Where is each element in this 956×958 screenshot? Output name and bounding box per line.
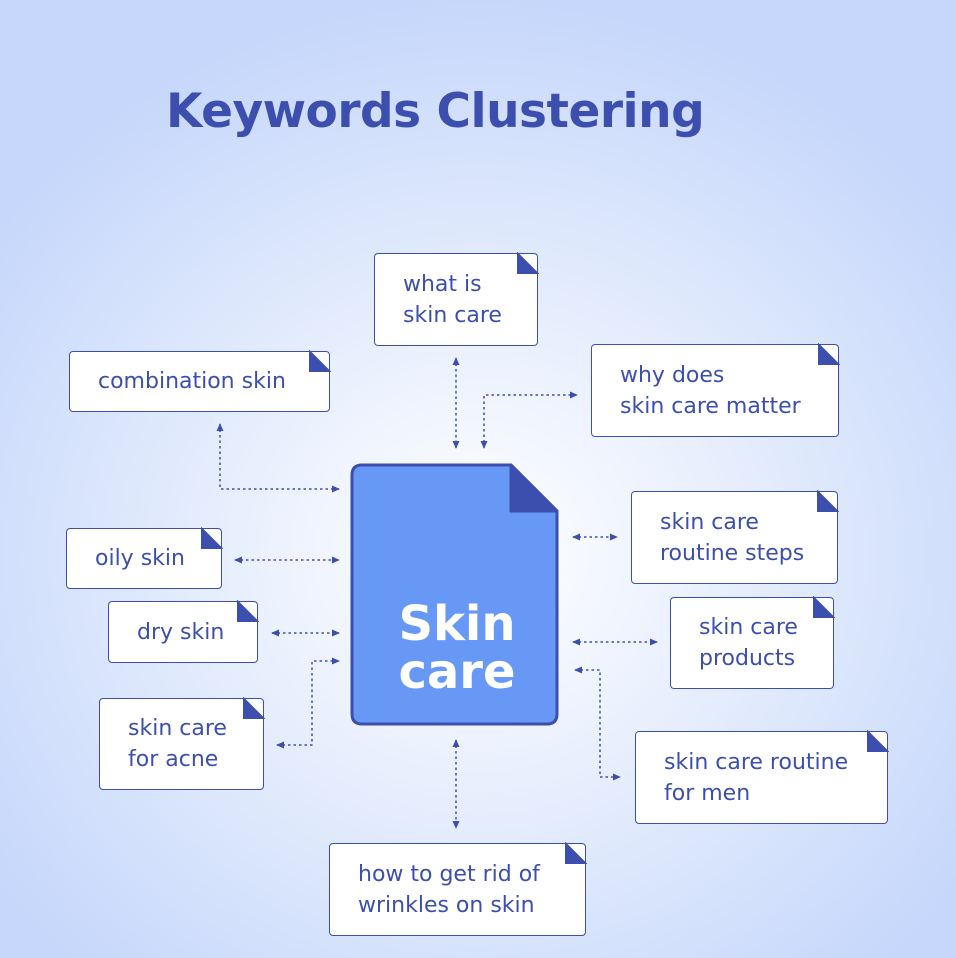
keyword-label: how to get rid of wrinkles on skin: [358, 861, 540, 918]
link-skin-care-routine-for-men: [574, 666, 621, 781]
keyword-label: oily skin: [95, 546, 185, 571]
keyword-card-combination-skin: combination skin: [69, 350, 331, 412]
link-combination-skin: [216, 423, 340, 493]
keyword-label: skin care products: [699, 615, 798, 671]
keyword-label: skin care for acne: [128, 716, 227, 772]
keyword-card-what-is-skin-care: what is skin care: [374, 252, 539, 346]
center-label-line1: Skin: [398, 596, 515, 652]
keyword-card-skin-care-routine-steps: skin care routine steps: [631, 490, 839, 584]
keyword-label: combination skin: [98, 369, 286, 394]
keyword-card-skin-care-products: skin care products: [670, 596, 835, 689]
page-title: Keywords Clustering: [166, 84, 705, 139]
keyword-label: skin care routine steps: [660, 509, 805, 566]
keyword-card-dry-skin: dry skin: [108, 600, 259, 663]
keyword-card-skin-care-routine-for-men: skin care routine for men: [635, 730, 889, 824]
keyword-label: dry skin: [137, 619, 225, 645]
link-skin-care-for-acne: [276, 657, 340, 749]
center-label-line2: care: [398, 644, 515, 700]
keyword-card-oily-skin: oily skin: [66, 527, 223, 589]
center-document: Skin care: [350, 463, 559, 726]
keyword-label: what is skin care: [403, 271, 502, 328]
keyword-card-how-to-get-rid-of-wrinkles: how to get rid of wrinkles on skin: [329, 842, 587, 936]
link-why-does-skin-care-matter: [480, 391, 578, 449]
keyword-label: skin care routine for men: [664, 749, 849, 806]
keyword-card-skin-care-for-acne: skin care for acne: [99, 697, 265, 790]
keyword-label: why does skin care matter: [620, 362, 801, 419]
keyword-card-why-does-skin-care-matter: why does skin care matter: [591, 343, 840, 437]
